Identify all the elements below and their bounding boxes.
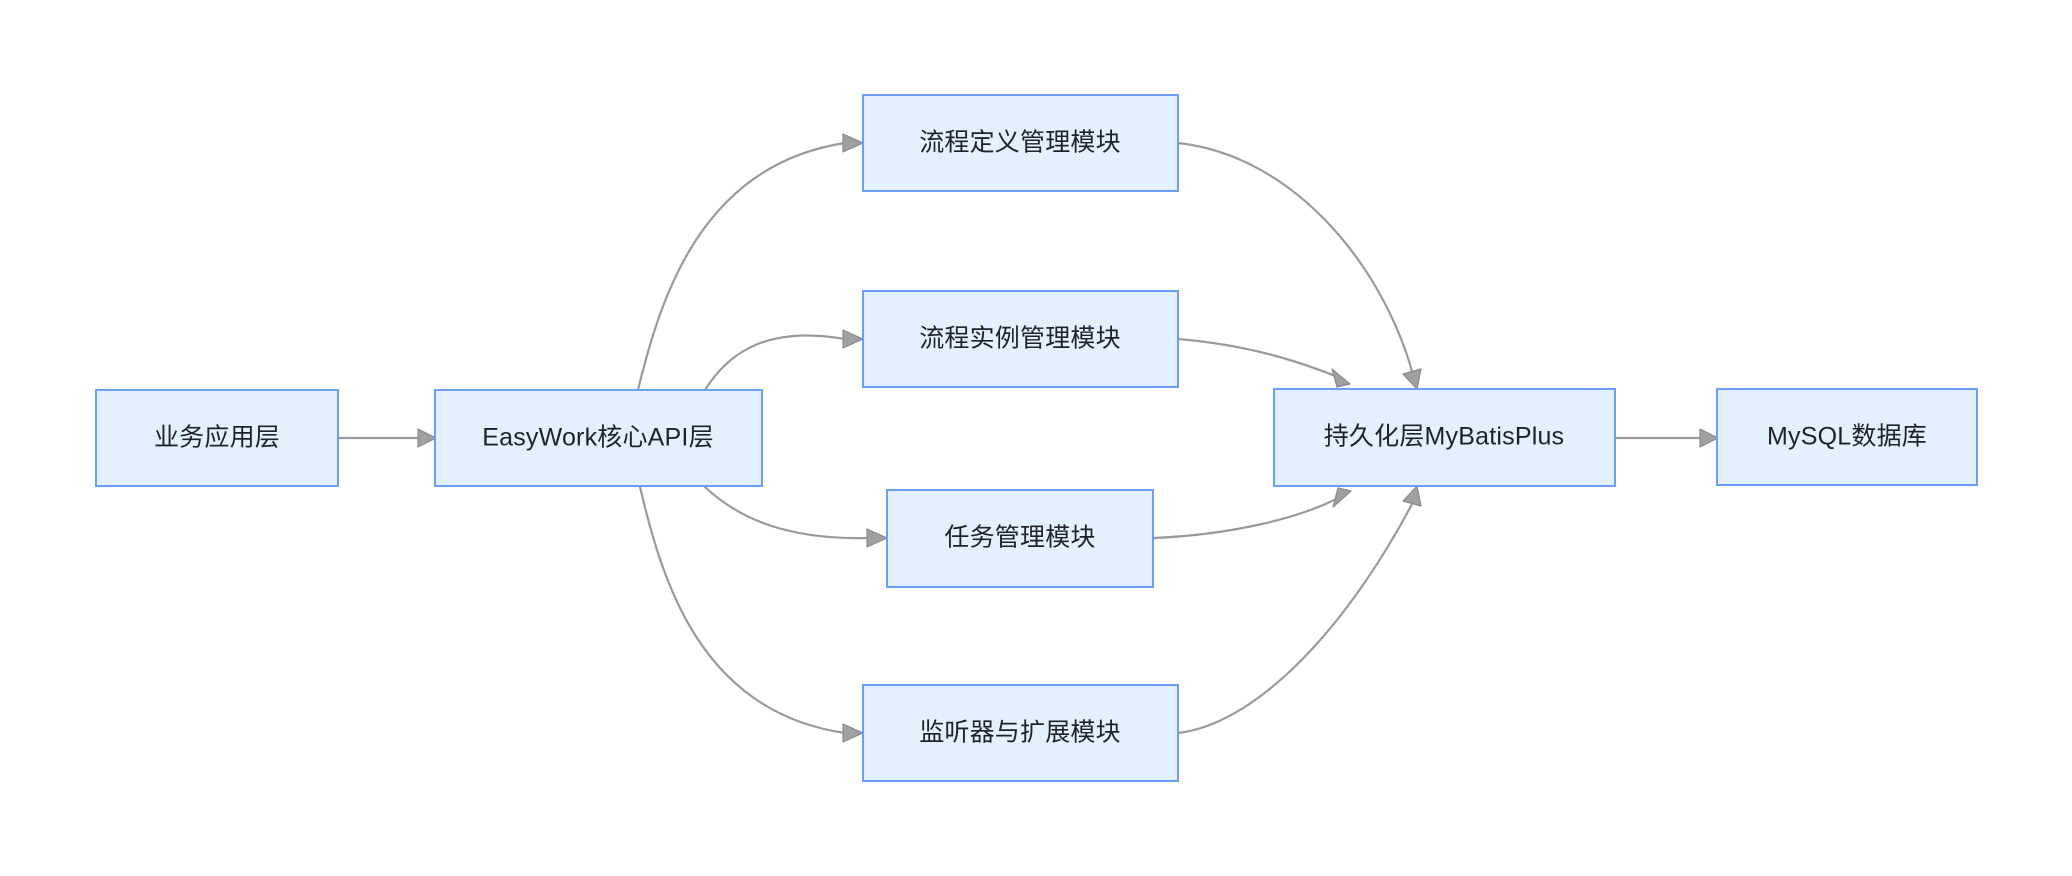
edge-core-api-to-process-def [636,133,864,392]
edge-line [1176,337,1340,379]
node-layer: 业务应用层 EasyWork核心API层 流程定义管理模块 流程实例管理模块 任… [95,94,1978,782]
arrowhead-icon [1331,368,1351,388]
node-box[interactable] [862,94,1179,192]
node-label: EasyWork核心API层 [482,424,714,452]
edge-listener-ext-to-persistence [1176,485,1422,735]
arrowhead-icon [417,428,437,448]
edge-line [703,485,871,540]
node-business-application-layer[interactable]: 业务应用层 [95,389,339,487]
edge-core-api-to-process-inst [703,329,864,392]
node-process-definition-module[interactable]: 流程定义管理模块 [862,94,1179,192]
edge-line [1176,141,1414,373]
edge-line [703,334,847,392]
node-box[interactable] [95,389,339,487]
edge-line [636,141,847,392]
node-box[interactable] [862,290,1179,388]
node-label: 流程定义管理模块 [919,129,1121,157]
node-label: 业务应用层 [154,424,280,452]
node-box[interactable] [1716,388,1978,486]
node-persistence-layer-mybatisplus[interactable]: 持久化层MyBatisPlus [1273,388,1616,487]
edge-core-api-to-listener-ext [638,485,864,743]
edge-line [1151,496,1340,540]
node-label: 持久化层MyBatisPlus [1324,423,1565,451]
edge-process-def-to-persistence [1176,141,1422,390]
edge-line [1176,502,1414,735]
node-box[interactable] [862,684,1179,782]
node-task-management-module[interactable]: 任务管理模块 [886,489,1154,588]
edge-line [638,485,847,735]
arrowhead-icon [1699,428,1719,448]
arrowhead-icon [1402,368,1422,390]
node-box[interactable] [1273,388,1616,487]
arrowhead-icon [842,723,864,743]
arrowhead-icon [1402,485,1422,507]
edge-layer [336,133,1719,743]
node-easywork-core-api-layer[interactable]: EasyWork核心API层 [434,389,763,487]
node-label: 流程实例管理模块 [919,325,1121,353]
arrowhead-icon [842,133,864,153]
node-process-instance-module[interactable]: 流程实例管理模块 [862,290,1179,388]
node-label: 监听器与扩展模块 [919,719,1121,747]
arrowhead-icon [1332,487,1352,508]
node-box[interactable] [434,389,763,487]
node-mysql-database[interactable]: MySQL数据库 [1716,388,1978,486]
node-box[interactable] [886,489,1154,588]
node-label: 任务管理模块 [944,524,1095,552]
arrowhead-icon [842,329,864,349]
edge-business-to-core-api [336,428,437,448]
edge-core-api-to-task-mgmt [703,485,888,548]
edge-process-inst-to-persistence [1176,337,1351,388]
arrowhead-icon [866,528,888,548]
node-listener-extension-module[interactable]: 监听器与扩展模块 [862,684,1179,782]
node-label: MySQL数据库 [1767,423,1927,451]
edge-task-mgmt-to-persistence [1151,487,1352,540]
edge-persistence-to-mysql [1613,428,1719,448]
